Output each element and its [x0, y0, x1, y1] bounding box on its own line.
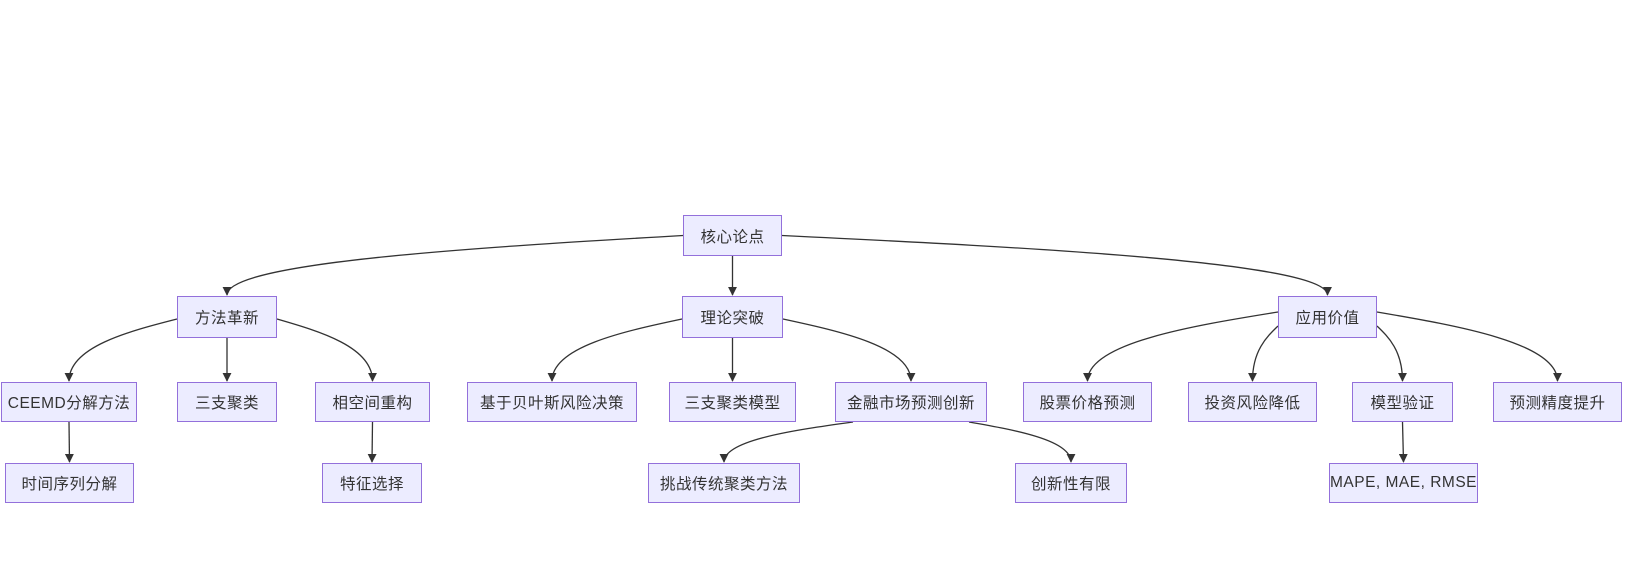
- node-bayes: 基于贝叶斯风险决策: [467, 382, 637, 422]
- node-phase: 相空间重构: [315, 382, 430, 422]
- edge-value-to-precision: [1376, 311, 1562, 382]
- node-limited: 创新性有限: [1015, 463, 1127, 503]
- node-ceemd: CEEMD分解方法: [1, 382, 137, 422]
- edge-theory-to-finance: [782, 318, 916, 382]
- node-precision: 预测精度提升: [1493, 382, 1622, 422]
- edge-theory-to-bayes: [547, 318, 683, 382]
- node-label: 创新性有限: [1030, 476, 1111, 493]
- node-theory: 理论突破: [682, 296, 783, 338]
- edge-ceemd-to-timeseries: [64, 421, 74, 463]
- node-feature: 特征选择: [322, 463, 422, 503]
- node-label: 模型验证: [1370, 395, 1435, 412]
- node-label: 三支聚类模型: [684, 395, 781, 412]
- node-finance: 金融市场预测创新: [835, 382, 987, 422]
- node-label: MAPE, MAE, RMSE: [1329, 474, 1478, 491]
- edge-method-to-phase: [276, 318, 377, 382]
- node-label: 挑战传统聚类方法: [659, 476, 788, 493]
- node-method: 方法革新: [177, 296, 277, 338]
- node-label: 特征选择: [339, 476, 404, 493]
- node-value: 应用价值: [1278, 296, 1377, 338]
- edge-method-to-ceemd: [64, 318, 178, 382]
- node-root: 核心论点: [683, 215, 782, 256]
- edge-finance-to-challenge: [719, 421, 854, 463]
- node-label: 应用价值: [1295, 310, 1360, 327]
- edge-phase-to-feature: [367, 421, 377, 463]
- node-label: 相空间重构: [332, 395, 413, 412]
- node-threeway: 三支聚类: [177, 382, 277, 422]
- node-model: 模型验证: [1352, 382, 1453, 422]
- edge-finance-to-limited: [968, 421, 1076, 463]
- node-label: 理论突破: [700, 310, 765, 327]
- node-invest: 投资风险降低: [1188, 382, 1317, 422]
- node-challenge: 挑战传统聚类方法: [648, 463, 800, 503]
- edges-group: [64, 234, 1562, 463]
- node-label: 股票价格预测: [1039, 395, 1136, 412]
- node-label: 基于贝叶斯风险决策: [479, 395, 624, 412]
- node-label: CEEMD分解方法: [7, 395, 131, 412]
- node-twcmodel: 三支聚类模型: [669, 382, 796, 422]
- node-label: 预测精度提升: [1509, 395, 1606, 412]
- node-label: 三支聚类: [194, 395, 259, 412]
- edge-value-to-stock: [1083, 311, 1279, 382]
- edge-root-to-method: [222, 234, 684, 296]
- edge-value-to-invest: [1248, 325, 1279, 382]
- node-timeseries: 时间序列分解: [5, 463, 134, 503]
- node-label: 时间序列分解: [21, 476, 118, 493]
- edge-value-to-model: [1376, 325, 1407, 382]
- node-mape: MAPE, MAE, RMSE: [1329, 463, 1478, 503]
- node-stock: 股票价格预测: [1023, 382, 1152, 422]
- node-label: 金融市场预测创新: [846, 395, 975, 412]
- node-label: 核心论点: [700, 228, 765, 246]
- edge-root-to-value: [781, 234, 1332, 296]
- node-label: 方法革新: [194, 310, 259, 327]
- edge-model-to-mape: [1398, 421, 1408, 463]
- node-label: 投资风险降低: [1204, 395, 1301, 412]
